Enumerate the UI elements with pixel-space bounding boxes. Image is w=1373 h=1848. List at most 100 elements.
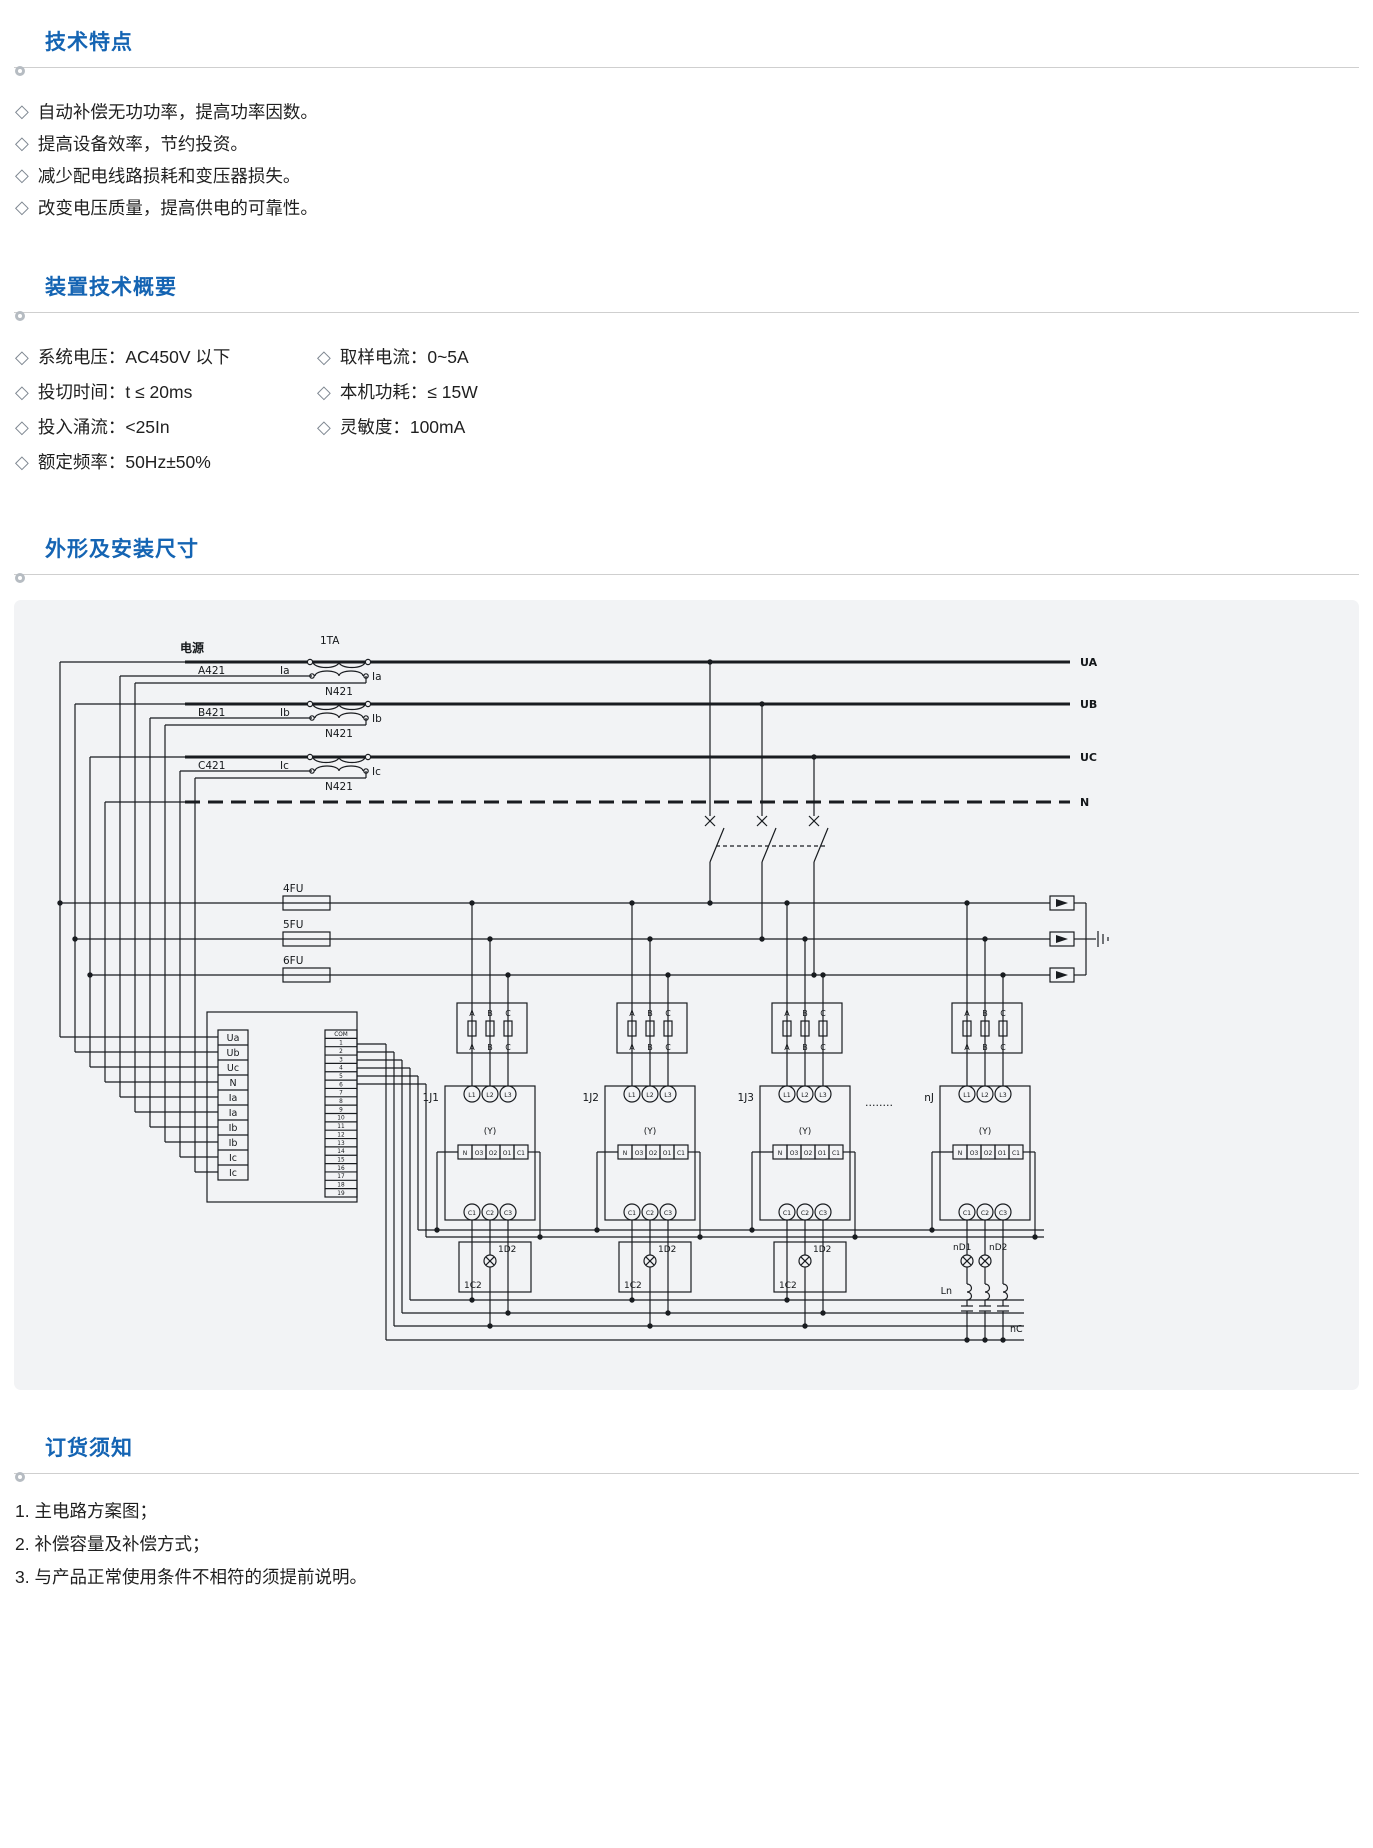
section-header: 技术特点 bbox=[14, 26, 1359, 76]
svg-text:A: A bbox=[964, 1009, 970, 1018]
svg-text:13: 13 bbox=[337, 1141, 345, 1147]
spec-item: ◇额定频率：50Hz±50% bbox=[15, 444, 317, 479]
svg-text:C1: C1 bbox=[628, 1210, 636, 1217]
svg-text:C421: C421 bbox=[198, 760, 225, 772]
ordering-text: 1. 主电路方案图； bbox=[15, 1501, 157, 1521]
svg-text:4FU: 4FU bbox=[283, 883, 303, 895]
section-title: 技术特点 bbox=[45, 31, 133, 54]
diamond-icon: ◇ bbox=[317, 381, 331, 402]
diagram-wires bbox=[57, 658, 1109, 1343]
svg-text:A: A bbox=[629, 1009, 635, 1018]
svg-text:nJ: nJ bbox=[924, 1092, 934, 1104]
svg-text:A: A bbox=[469, 1009, 475, 1018]
svg-text:6FU: 6FU bbox=[283, 955, 303, 967]
svg-text:C2: C2 bbox=[486, 1210, 494, 1217]
svg-text:2: 2 bbox=[339, 1049, 343, 1055]
svg-text:B: B bbox=[982, 1009, 988, 1018]
svg-text:C2: C2 bbox=[801, 1210, 809, 1217]
svg-text:L3: L3 bbox=[819, 1092, 826, 1099]
svg-text:14: 14 bbox=[337, 1149, 345, 1155]
diamond-icon: ◇ bbox=[15, 133, 29, 153]
svg-text:O2: O2 bbox=[984, 1150, 993, 1157]
spec-col-right: ◇取样电流：0~5A ◇本机功耗：≤ 15W ◇灵敏度：100mA bbox=[317, 339, 1359, 479]
svg-text:16: 16 bbox=[337, 1166, 345, 1172]
svg-text:L1: L1 bbox=[468, 1092, 475, 1099]
spec-item: ◇系统电压：AC450V 以下 bbox=[15, 339, 317, 374]
svg-text:N: N bbox=[778, 1150, 783, 1157]
spec-item: ◇取样电流：0~5A bbox=[317, 339, 1359, 374]
ordering-item: 1. 主电路方案图； bbox=[15, 1494, 1359, 1527]
svg-text:A: A bbox=[469, 1043, 475, 1052]
section-title: 订货须知 bbox=[45, 1437, 133, 1460]
svg-text:O1: O1 bbox=[503, 1150, 512, 1157]
svg-text:L3: L3 bbox=[664, 1092, 671, 1099]
svg-text:B: B bbox=[647, 1009, 653, 1018]
spec-text: 投入涌流：<25In bbox=[37, 417, 170, 437]
svg-text:1J2: 1J2 bbox=[583, 1092, 599, 1104]
svg-text:L2: L2 bbox=[801, 1092, 808, 1099]
svg-text:7: 7 bbox=[339, 1091, 343, 1097]
svg-text:C3: C3 bbox=[664, 1210, 672, 1217]
svg-text:N421: N421 bbox=[325, 686, 353, 698]
svg-text:B: B bbox=[802, 1009, 808, 1018]
svg-text:B: B bbox=[487, 1009, 493, 1018]
svg-text:Uc: Uc bbox=[227, 1063, 239, 1074]
svg-text:O2: O2 bbox=[804, 1150, 813, 1157]
svg-text:Ia: Ia bbox=[372, 671, 382, 683]
svg-text:N: N bbox=[623, 1150, 628, 1157]
svg-text:N: N bbox=[1080, 796, 1089, 809]
feature-item: ◇改变电压质量，提高供电的可靠性。 bbox=[15, 191, 1359, 223]
svg-text:A: A bbox=[964, 1043, 970, 1052]
svg-text:C: C bbox=[665, 1043, 671, 1052]
svg-text:C2: C2 bbox=[981, 1210, 989, 1217]
diamond-icon: ◇ bbox=[15, 197, 29, 217]
svg-text:(Y): (Y) bbox=[484, 1127, 497, 1137]
svg-text:N421: N421 bbox=[325, 781, 353, 793]
svg-text:C3: C3 bbox=[819, 1210, 827, 1217]
svg-text:UC: UC bbox=[1080, 751, 1097, 764]
svg-text:C: C bbox=[820, 1009, 826, 1018]
feature-text: 自动补偿无功功率，提高功率因数。 bbox=[37, 101, 318, 122]
section-header: 外形及安装尺寸 bbox=[14, 533, 1359, 583]
svg-text:COM: COM bbox=[334, 1032, 348, 1038]
section-ordering: 订货须知 1. 主电路方案图； 2. 补偿容量及补偿方式； 3. 与产品正常使用… bbox=[14, 1432, 1359, 1593]
svg-text:Ib: Ib bbox=[229, 1123, 238, 1134]
svg-text:10: 10 bbox=[337, 1116, 345, 1122]
svg-text:Ic: Ic bbox=[229, 1153, 237, 1164]
svg-text:........: ........ bbox=[865, 1096, 893, 1109]
svg-text:O3: O3 bbox=[475, 1150, 484, 1157]
svg-text:O2: O2 bbox=[649, 1150, 658, 1157]
ordering-text: 2. 补偿容量及补偿方式； bbox=[15, 1534, 210, 1554]
svg-text:O1: O1 bbox=[818, 1150, 827, 1157]
svg-text:C1: C1 bbox=[1012, 1150, 1020, 1157]
svg-text:3: 3 bbox=[339, 1057, 343, 1063]
svg-text:B: B bbox=[982, 1043, 988, 1052]
svg-text:B: B bbox=[802, 1043, 808, 1052]
svg-text:Ic: Ic bbox=[372, 766, 381, 778]
svg-text:5FU: 5FU bbox=[283, 919, 303, 931]
spec-text: 取样电流：0~5A bbox=[339, 347, 469, 367]
svg-text:1C2: 1C2 bbox=[624, 1281, 642, 1291]
svg-text:C1: C1 bbox=[832, 1150, 840, 1157]
svg-text:12: 12 bbox=[337, 1132, 345, 1138]
svg-text:B: B bbox=[647, 1043, 653, 1052]
svg-text:N: N bbox=[463, 1150, 468, 1157]
svg-text:9: 9 bbox=[339, 1107, 343, 1113]
spec-item: ◇投入涌流：<25In bbox=[15, 409, 317, 444]
svg-text:O3: O3 bbox=[635, 1150, 644, 1157]
svg-text:Ia: Ia bbox=[229, 1093, 238, 1104]
spec-text: 灵敏度：100mA bbox=[339, 417, 466, 437]
svg-text:L2: L2 bbox=[486, 1092, 493, 1099]
section-ring-icon bbox=[15, 1472, 25, 1482]
svg-text:A: A bbox=[784, 1043, 790, 1052]
svg-text:Ia: Ia bbox=[280, 665, 290, 677]
svg-text:11: 11 bbox=[337, 1124, 345, 1130]
svg-text:Ib: Ib bbox=[229, 1138, 238, 1149]
svg-text:nD1: nD1 bbox=[953, 1243, 971, 1253]
svg-text:C1: C1 bbox=[783, 1210, 791, 1217]
svg-text:C: C bbox=[820, 1043, 826, 1052]
diamond-icon: ◇ bbox=[15, 451, 29, 472]
svg-text:(Y): (Y) bbox=[644, 1127, 657, 1137]
feature-item: ◇提高设备效率，节约投资。 bbox=[15, 127, 1359, 159]
